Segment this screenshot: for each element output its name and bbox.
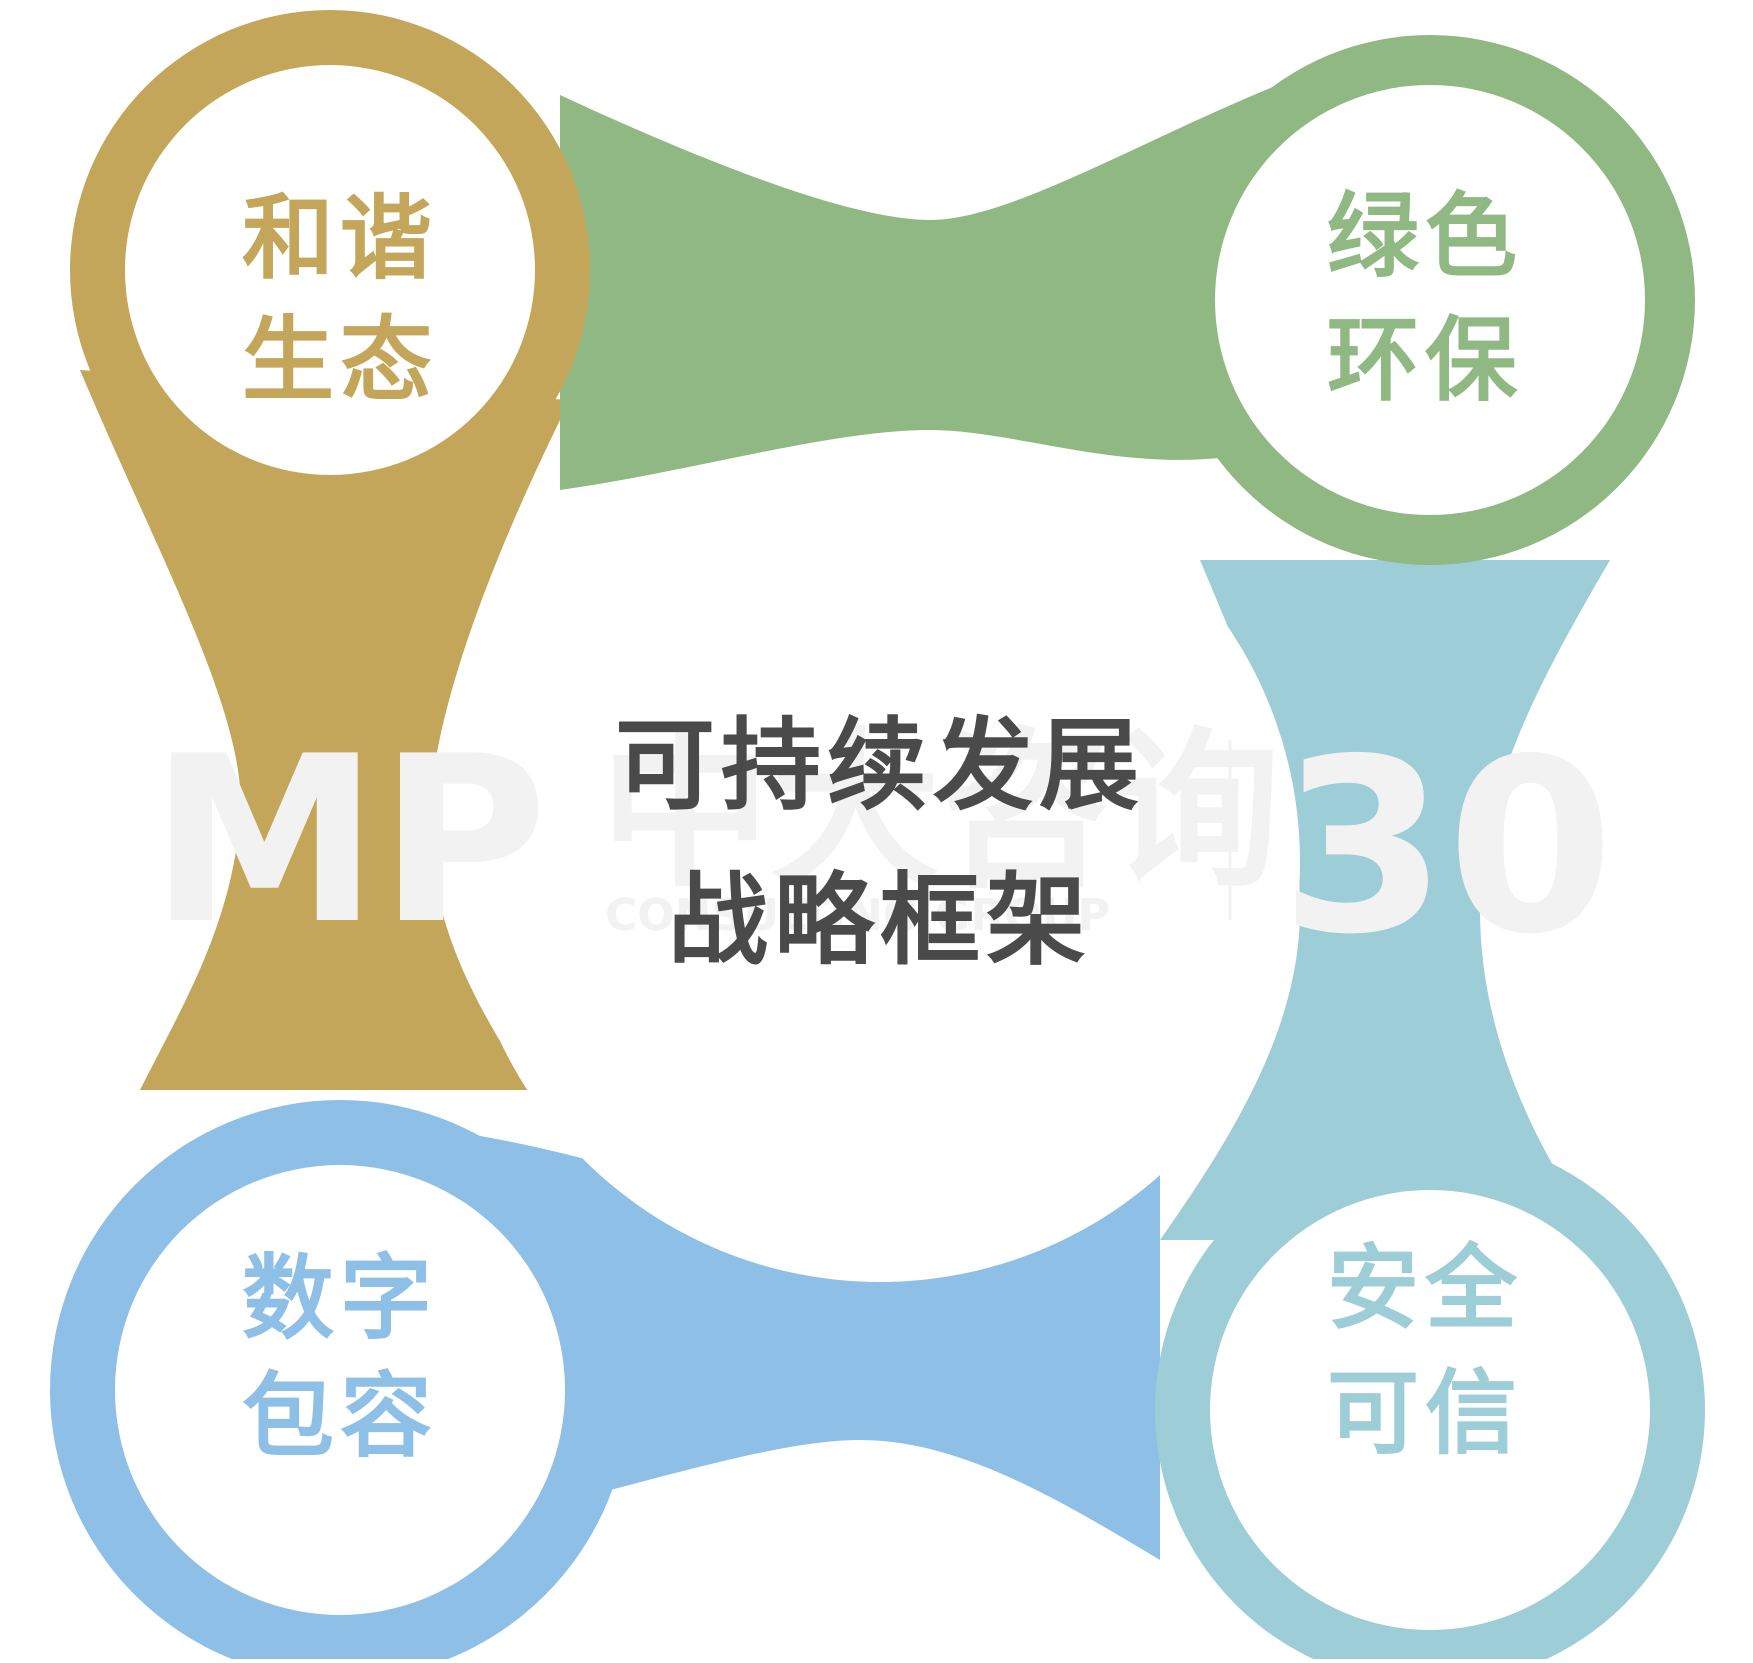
watermark-logo: MP 中大咨询 CONSULTING GROUP 30 bbox=[150, 707, 1614, 987]
harmony-node-label: 和谐 生态 bbox=[242, 184, 438, 414]
secure-label-line2: 可信 bbox=[1327, 1359, 1523, 1467]
secure-node-label: 安全 可信 bbox=[1327, 1234, 1523, 1467]
center-title: 可持续发展 战略框架 bbox=[615, 706, 1145, 979]
digital-inner-circle bbox=[115, 1165, 565, 1615]
harmony-label-line1: 和谐 bbox=[242, 184, 438, 292]
secure-inner-circle bbox=[1210, 1190, 1650, 1630]
green-node-label: 绿色 环保 bbox=[1327, 182, 1523, 414]
center-title-line1: 可持续发展 bbox=[615, 706, 1145, 824]
secure-label-line1: 安全 bbox=[1327, 1234, 1523, 1342]
center-title-line2: 战略框架 bbox=[668, 861, 1092, 979]
harmony-inner-circle bbox=[125, 65, 535, 475]
harmony-label-line2: 生态 bbox=[242, 306, 438, 414]
center-disc bbox=[460, 442, 1300, 1282]
green-label-line2: 环保 bbox=[1327, 306, 1523, 414]
harmony-digital-connector bbox=[80, 370, 570, 1090]
digital-node-label: 数字 包容 bbox=[242, 1244, 438, 1470]
harmony-green-connector bbox=[560, 80, 1300, 490]
watermark-mp-logo: MP bbox=[150, 708, 547, 975]
green-label-line1: 绿色 bbox=[1327, 182, 1523, 290]
watermark-badge: 30 bbox=[1280, 707, 1614, 987]
watermark-brand: 中大咨询 bbox=[600, 713, 1280, 911]
digital-label-line2: 包容 bbox=[242, 1362, 438, 1470]
green-inner-circle bbox=[1215, 85, 1645, 515]
watermark-subtitle: CONSULTING GROUP bbox=[605, 890, 1110, 941]
digital-label-line1: 数字 bbox=[242, 1244, 438, 1352]
